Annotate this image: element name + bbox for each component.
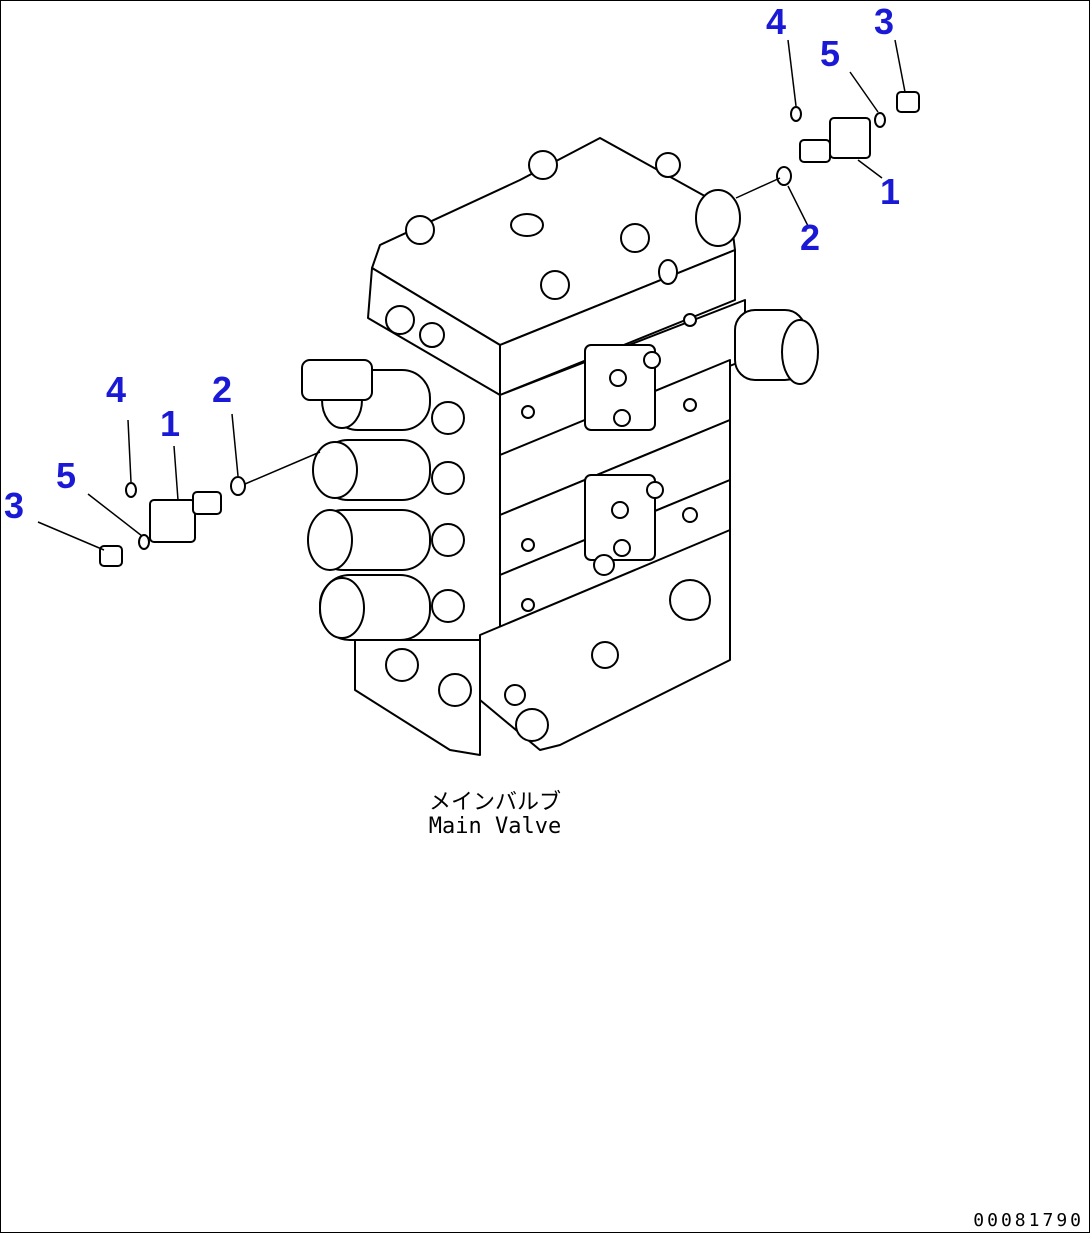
- right-part-5-ring: [874, 112, 886, 128]
- right-part-2-oring: [776, 166, 792, 186]
- bolt-bottom-1: [385, 648, 419, 682]
- plate-bolt-3: [613, 409, 631, 427]
- leader-left-4: [127, 419, 132, 483]
- right-parts-group: [776, 91, 920, 186]
- side-hole-2: [683, 313, 697, 327]
- right-part-3-plug: [896, 91, 920, 113]
- side-hole-1: [521, 405, 535, 419]
- bolt-front-3: [431, 523, 465, 557]
- left-part-1-nut: [192, 491, 222, 515]
- left-part-3-plug: [99, 545, 123, 567]
- leader-right-4: [787, 39, 797, 107]
- leader-left-5: [87, 493, 143, 537]
- plate-bolt-6: [613, 539, 631, 557]
- left-solenoid-body: [301, 359, 373, 401]
- caption-english: Main Valve: [428, 814, 562, 839]
- right-part-4-ring: [790, 106, 802, 122]
- leader-right-1: [857, 159, 883, 179]
- bolt-front-5: [385, 305, 415, 335]
- valve-top-side: [499, 249, 736, 396]
- spool-cap-3: [307, 509, 353, 571]
- side-hole-6: [521, 598, 535, 612]
- callout-right-3: 3: [874, 1, 895, 42]
- right-cylinder-cap: [781, 319, 819, 385]
- bolt-front-2: [431, 461, 465, 495]
- bolt-front-1: [431, 401, 465, 435]
- sheet-id: 00081790: [973, 1210, 1084, 1231]
- leader-right-5: [849, 71, 879, 113]
- bolt-bottom-4: [504, 684, 526, 706]
- right-part-1-nut: [799, 139, 831, 163]
- callout-left-2: 2: [212, 369, 233, 410]
- right-port-ring: [695, 189, 741, 247]
- callout-right-5: 5: [820, 33, 841, 74]
- cover-plate-upper: [584, 344, 656, 431]
- bolt-bottom-3: [515, 708, 549, 742]
- plate-bolt-1: [609, 369, 627, 387]
- side-hole-8: [591, 641, 619, 669]
- leader-right-2: [787, 185, 809, 227]
- bolt-top-3: [620, 223, 650, 253]
- bolt-top-2: [405, 215, 435, 245]
- left-part-5-ring: [138, 534, 150, 550]
- leader-left-2: [231, 413, 239, 477]
- callout-right-4: 4: [766, 1, 787, 42]
- plate-bolt-4: [611, 501, 629, 519]
- spool-cap-2: [312, 441, 358, 499]
- leader-left-1: [173, 445, 179, 501]
- bolt-top-5: [655, 152, 681, 178]
- left-part-1-body: [149, 499, 196, 543]
- left-part-4-ring: [125, 482, 137, 498]
- bolt-bottom-2: [438, 673, 472, 707]
- bolt-front-4: [431, 589, 465, 623]
- callout-left-4: 4: [106, 369, 127, 410]
- leader-left-3: [37, 521, 105, 551]
- top-port-hole: [510, 213, 544, 237]
- bolt-front-6: [419, 322, 445, 348]
- caption-japanese: メインバルブ: [428, 790, 561, 815]
- callout-left-5: 5: [56, 455, 77, 496]
- plate-bolt-5: [646, 481, 664, 499]
- side-hole-7: [669, 579, 711, 621]
- leader-right-axis: [735, 177, 781, 199]
- top-port-hole-2: [658, 259, 678, 285]
- leader-lines: [37, 39, 906, 551]
- bolt-top-1: [528, 150, 558, 180]
- left-part-2-oring: [230, 476, 246, 496]
- left-parts-group: [99, 476, 246, 567]
- side-hole-3: [683, 398, 697, 412]
- callout-right-1: 1: [880, 171, 901, 212]
- side-hole-5: [521, 538, 535, 552]
- plate-bolt-2: [643, 351, 661, 369]
- bolt-top-4: [540, 270, 570, 300]
- callout-left-1: 1: [160, 403, 181, 444]
- right-part-1-body: [829, 117, 871, 159]
- side-hole-9: [593, 554, 615, 576]
- callout-right-2: 2: [800, 217, 821, 258]
- callout-left-3: 3: [4, 485, 25, 526]
- leader-left-axis: [244, 451, 321, 485]
- leader-right-3: [894, 39, 906, 93]
- spool-cap-4: [319, 577, 365, 639]
- side-hole-4: [682, 507, 698, 523]
